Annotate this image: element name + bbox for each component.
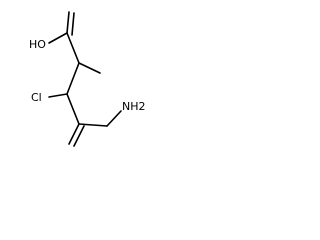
bond-c1-o-double-a [66, 11, 70, 34]
bond-c1-c2 [66, 32, 80, 64]
bond-c3-cl [48, 93, 68, 98]
hydroxyl-label: HO [29, 38, 46, 51]
bond-c2-c3 [66, 62, 80, 95]
bond-c2-methyl [78, 62, 101, 74]
bond-c4-c5 [78, 123, 108, 127]
amino-label: NH2 [122, 100, 146, 113]
bond-c4-o-double-b [73, 125, 85, 147]
molecule-drawing: HO Cl NH2 [29, 11, 146, 147]
bond-c3-c4 [66, 93, 80, 125]
chloro-label: Cl [31, 91, 42, 104]
bond-c4-o-double-a [68, 123, 80, 145]
structure-canvas: HO Cl NH2 [0, 0, 160, 189]
bond-c5-n [106, 110, 122, 127]
bond-c1-oh [48, 32, 68, 44]
bond-c1-o-double-b [71, 12, 75, 36]
